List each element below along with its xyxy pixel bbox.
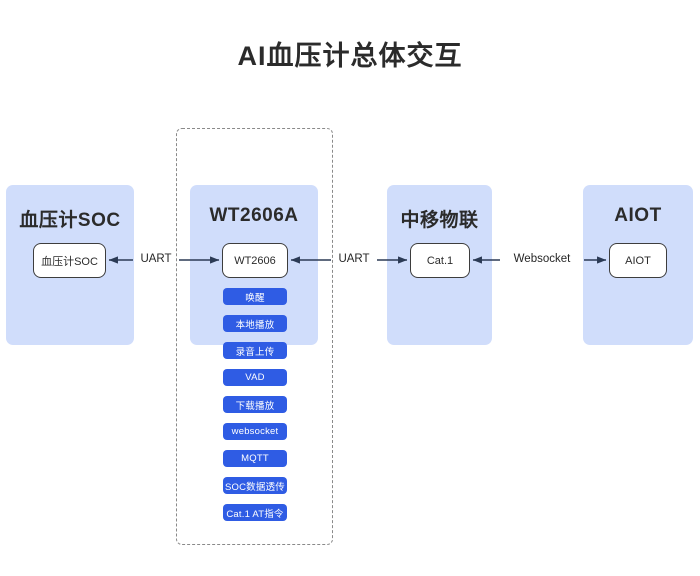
tag-label: MQTT bbox=[241, 453, 269, 464]
node-label-cat1: Cat.1 bbox=[426, 254, 454, 267]
tag-mqtt[interactable]: MQTT bbox=[223, 450, 287, 467]
tag-label: 本地播放 bbox=[235, 319, 275, 331]
tag-recording-upload[interactable]: 录音上传 bbox=[223, 342, 287, 359]
connector-label-cat1-aiot: Websocket bbox=[513, 253, 571, 265]
group-panel-soc: 血压计SOC bbox=[6, 185, 134, 345]
tag-websocket[interactable]: websocket bbox=[223, 423, 287, 440]
group-heading-wt2606a: WT2606A bbox=[209, 205, 299, 226]
node-box-aiot[interactable]: AIOT bbox=[609, 243, 667, 278]
tag-label: VAD bbox=[245, 372, 265, 383]
group-heading-cmiot: 中移物联 bbox=[400, 210, 479, 231]
tag-label: websocket bbox=[231, 426, 279, 437]
group-heading-soc: 血压计SOC bbox=[19, 210, 121, 231]
node-label-aiot: AIOT bbox=[625, 254, 651, 267]
group-heading-aiot: AIOT bbox=[614, 205, 662, 226]
tag-download-playback[interactable]: 下载播放 bbox=[223, 396, 287, 413]
tag-cat1-at-command[interactable]: Cat.1 AT指令 bbox=[223, 504, 287, 521]
node-label-wt2606: WT2606 bbox=[234, 254, 276, 267]
connector-label-soc-wt2606: UART bbox=[140, 253, 172, 265]
tag-label: Cat.1 AT指令 bbox=[226, 508, 284, 520]
tag-soc-data-passthrough[interactable]: SOC数据透传 bbox=[223, 477, 287, 494]
node-box-soc[interactable]: 血压计SOC bbox=[33, 243, 106, 278]
tag-vad[interactable]: VAD bbox=[223, 369, 287, 386]
tag-label: 下载播放 bbox=[235, 400, 275, 412]
node-box-wt2606[interactable]: WT2606 bbox=[222, 243, 288, 278]
tag-label: 录音上传 bbox=[235, 346, 275, 358]
page-title: AI血压计总体交互 bbox=[237, 41, 463, 71]
node-box-cat1[interactable]: Cat.1 bbox=[410, 243, 470, 278]
node-label-soc: 血压计SOC bbox=[41, 255, 98, 268]
tag-wakeup[interactable]: 唤醒 bbox=[223, 288, 287, 305]
dashed-boundary-wt2606a bbox=[176, 128, 333, 545]
tag-label: 唤醒 bbox=[245, 292, 265, 304]
tag-local-playback[interactable]: 本地播放 bbox=[223, 315, 287, 332]
connector-label-wt2606-cat1: UART bbox=[338, 253, 370, 265]
tag-label: SOC数据透传 bbox=[225, 481, 285, 493]
